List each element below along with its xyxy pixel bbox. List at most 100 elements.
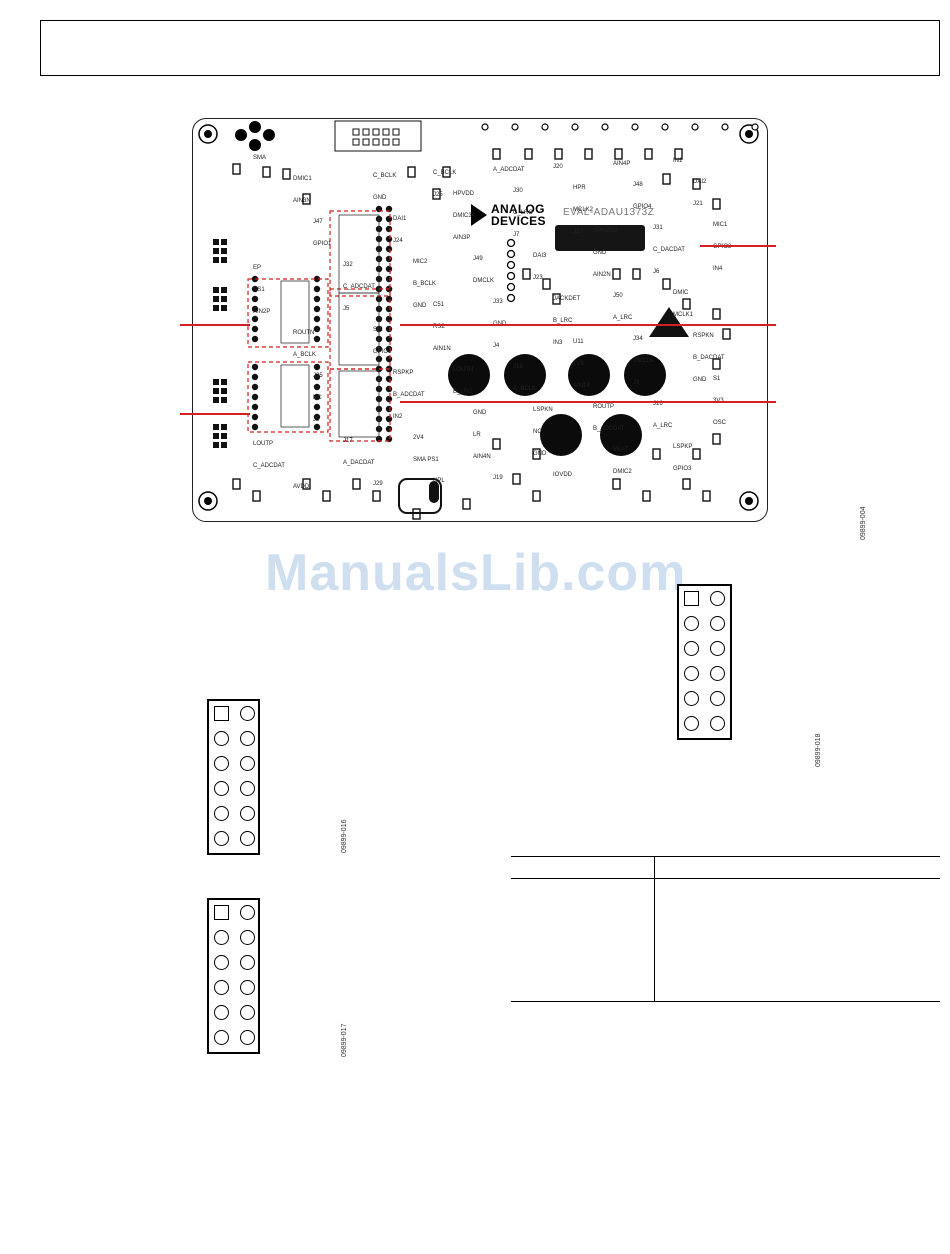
header-pin: [240, 1030, 255, 1045]
silkscreen-label: C_BCLK: [433, 170, 457, 176]
smd-component: [662, 278, 671, 290]
silkscreen-label: IOVDD: [553, 472, 573, 478]
ribbon-pin: [392, 138, 400, 146]
header-pad: [385, 425, 393, 433]
header-pin: [710, 591, 725, 606]
jumper-pad: [221, 433, 227, 439]
header-pad: [251, 413, 259, 421]
smd-component: [492, 438, 501, 450]
header-pad: [251, 315, 259, 323]
silkscreen-label: AIN1P: [573, 383, 591, 389]
silkscreen-label: DMIC1: [293, 176, 312, 182]
jumper-pad: [221, 248, 227, 254]
silkscreen-label: J19: [493, 475, 503, 481]
header-pin: [214, 1030, 229, 1045]
header-pin: [240, 756, 255, 771]
smd-component: [702, 490, 711, 502]
silkscreen-label: ROUTN: [293, 330, 315, 336]
silkscreen-label: LR: [473, 432, 481, 438]
smd-component: [712, 433, 721, 445]
header-pin: [684, 641, 699, 656]
silkscreen-label: J7: [513, 232, 520, 238]
jumper-pad: [213, 433, 219, 439]
jumper-pad: [213, 424, 219, 430]
ribbon-pin: [362, 138, 370, 146]
test-point: [541, 123, 549, 131]
silkscreen-label: B_LRC: [553, 318, 573, 324]
smd-component: [512, 473, 521, 485]
ribbon-pin: [352, 138, 360, 146]
silkscreen-label: AIN2N: [593, 272, 611, 278]
smd-component: [407, 166, 416, 178]
jumper-pad: [213, 239, 219, 245]
smd-component: [692, 448, 701, 460]
smd-component: [262, 166, 271, 178]
silkscreen-label: J16: [653, 401, 663, 407]
smd-component: [692, 178, 701, 190]
header-pad: [385, 355, 393, 363]
analog-devices-logo: ANALOG DEVICES: [471, 203, 546, 227]
silkscreen-label: C_BCLK: [373, 173, 397, 179]
test-point: [571, 123, 579, 131]
figure-id-header-2: 09899-017: [341, 1023, 348, 1057]
header-pin: [240, 905, 255, 920]
silkscreen-label: DAI1: [393, 216, 407, 222]
smd-component: [652, 448, 661, 460]
logo-line-1: ANALOG: [491, 202, 545, 216]
header-pad: [251, 285, 259, 293]
large-round-pad: [624, 354, 666, 396]
smd-component: [632, 268, 641, 280]
large-round-pad: [448, 354, 490, 396]
jumper-pad: [221, 424, 227, 430]
header-pad: [313, 393, 321, 401]
header-pad: [251, 305, 259, 313]
silkscreen-label: J17: [343, 438, 353, 444]
large-round-pad: [600, 414, 642, 456]
header-pad: [385, 405, 393, 413]
table-top-rule: [511, 856, 940, 857]
ribbon-pin: [382, 128, 390, 136]
silkscreen-label: AIN3P: [453, 235, 471, 241]
silkscreen-label: SMA PS1: [413, 457, 439, 463]
silkscreen-label: AIN4N: [473, 454, 491, 460]
silkscreen-label: JACKDET: [553, 296, 581, 302]
smd-component: [372, 490, 381, 502]
smd-component: [584, 148, 593, 160]
silkscreen-label: LOUTP: [253, 441, 274, 447]
mounting-hole-center: [204, 497, 212, 505]
table-bottom-rule: [511, 1001, 940, 1002]
silkscreen-label: RSPKP: [393, 370, 414, 376]
pin-header-diagram-3: [677, 584, 732, 740]
header-pin: [684, 616, 699, 631]
silkscreen-label: A_BCLK: [513, 386, 537, 392]
smd-component: [712, 308, 721, 320]
silkscreen-label: HPVDD: [453, 191, 475, 197]
header-pad: [251, 373, 259, 381]
silkscreen-label: J30: [513, 188, 523, 194]
table-header-rule: [511, 878, 940, 879]
silkscreen-label: IN2: [393, 414, 403, 420]
header-pin: [684, 716, 699, 731]
jumper-pad: [213, 397, 219, 403]
silkscreen-label: ROUTP: [593, 404, 614, 410]
silkscreen-label: J23: [533, 275, 543, 281]
smd-component: [644, 148, 653, 160]
header-pad: [385, 385, 393, 393]
header-pad: [385, 375, 393, 383]
header-pin: [710, 616, 725, 631]
test-point: [631, 123, 639, 131]
silkscreen-label: J23: [573, 229, 583, 235]
test-point: [601, 123, 609, 131]
header-pad: [385, 265, 393, 273]
callout-line-5: [180, 413, 250, 415]
header-pad: [385, 305, 393, 313]
callout-dashed-box: [247, 361, 329, 433]
jumper-pad: [213, 305, 219, 311]
header-pin: [214, 831, 229, 846]
header-pad: [313, 325, 321, 333]
jumper-pad: [221, 379, 227, 385]
silkscreen-label: DMCLK: [473, 278, 495, 284]
header-pin: [240, 806, 255, 821]
silkscreen-label: OSC: [713, 420, 727, 426]
figure-id-header-3: 09899-018: [815, 733, 822, 767]
